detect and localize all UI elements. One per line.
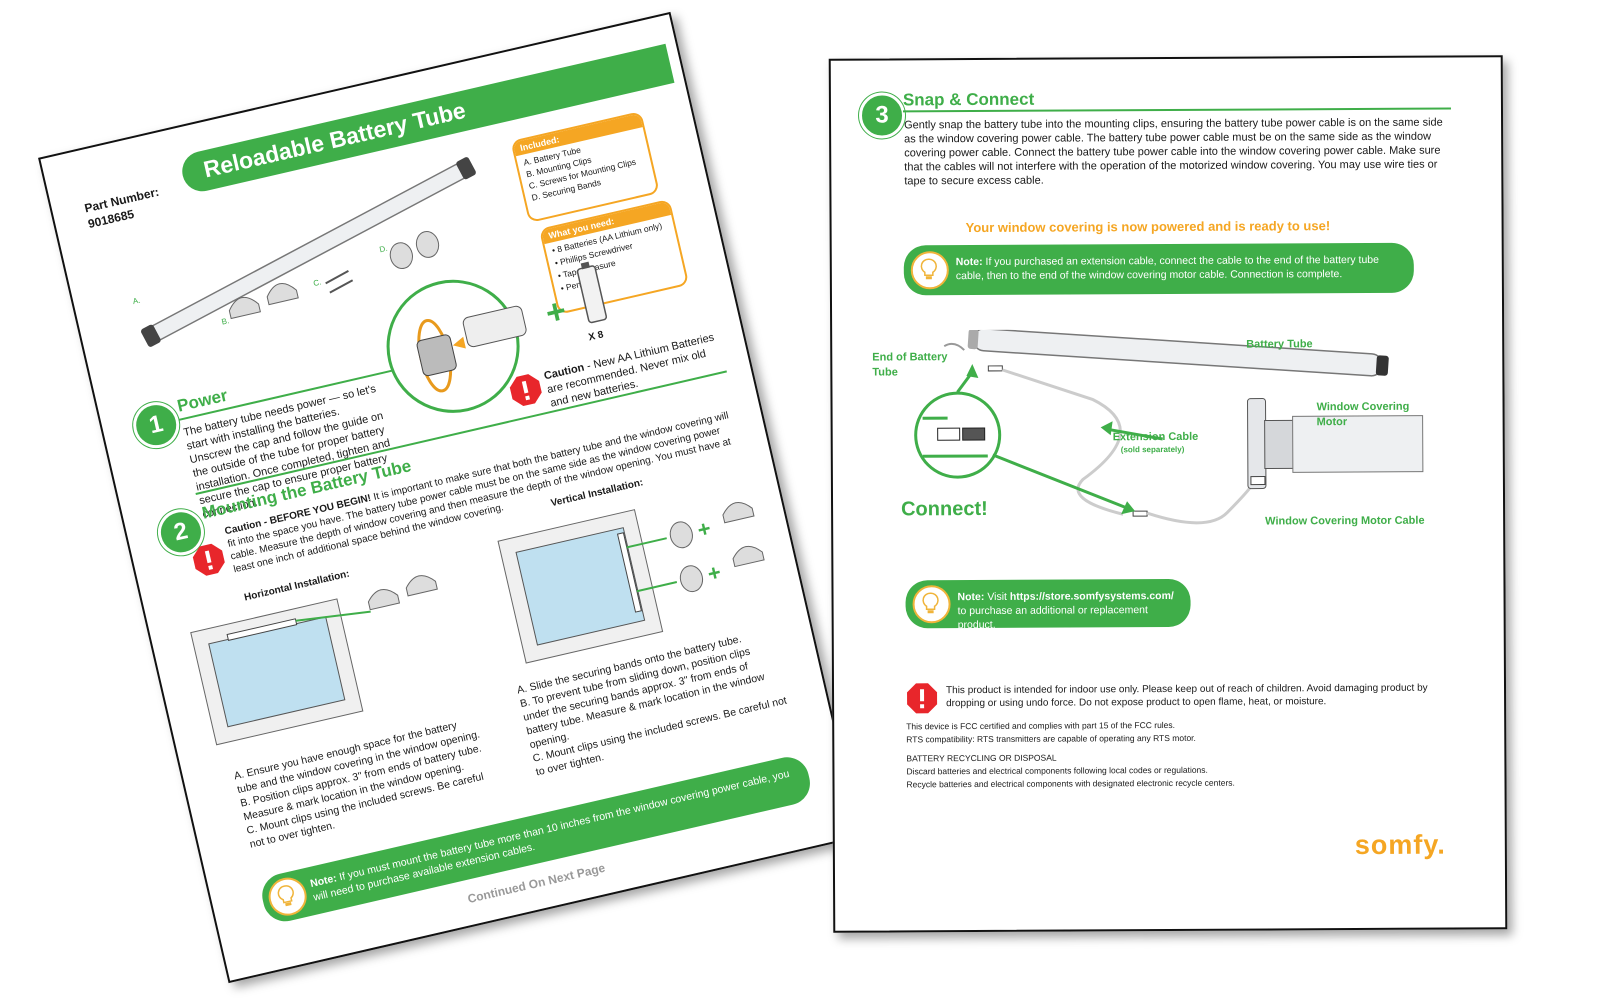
svg-text:+: + [705, 559, 723, 586]
label-extension-cable: Extension Cable [1112, 430, 1199, 444]
power-title: Power [175, 385, 230, 416]
safety-text: This product is intended for indoor use … [945, 682, 1428, 710]
battery-count: X 8 [587, 329, 605, 344]
note-text: If you purchased an extension cable, con… [955, 253, 1380, 283]
vertical-window-illustration: + + [497, 502, 765, 664]
battery-cap-illustration [386, 279, 527, 413]
instruction-page-2: 3 Snap & Connect Gently snap the battery… [828, 55, 1508, 933]
battery-icon [576, 261, 608, 324]
label-connect: Connect! [901, 497, 988, 521]
label-end-of-battery-tube: End of Battery Tube [872, 351, 948, 379]
snap-text: Gently snap the battery tube into the mo… [904, 116, 1443, 188]
horizontal-window-illustration [190, 575, 438, 746]
note-label: Note: [955, 255, 983, 269]
label-sold-separately: (sold separately) [1120, 444, 1185, 455]
instruction-page-1: Part Number: 9018685 Reloadable Battery … [38, 11, 861, 984]
warning-icon [192, 543, 225, 576]
connection-diagram [914, 328, 1424, 525]
snap-title: Snap & Connect [902, 89, 1035, 110]
fcc-text-2: RTS compatibility: RTS transmitters are … [906, 732, 1196, 745]
lightbulb-icon [912, 585, 951, 624]
note-label: Note: [957, 590, 985, 604]
recycle-text-2: Recycle batteries and electrical compone… [906, 777, 1235, 790]
extension-note: Note: If you must mount the battery tube… [257, 752, 815, 926]
recycle-text-1: Discard batteries and electrical compone… [906, 764, 1208, 777]
lightbulb-icon [910, 251, 949, 290]
step-number-3: 3 [858, 92, 906, 139]
extension-cable-note: Note: If you purchased an extension cabl… [903, 242, 1414, 296]
part-letter-c: C. [312, 277, 323, 289]
note-text: Visit [984, 590, 1010, 603]
recycle-heading: BATTERY RECYCLING OR DISPOSAL [906, 752, 1057, 764]
step-number-1: 1 [128, 397, 184, 453]
store-link[interactable]: https://store.somfysystems.com/ [1009, 589, 1174, 603]
note-content: Note: If you purchased an extension cabl… [956, 253, 1406, 283]
label-window-covering-motor: Window Covering Motor [1316, 400, 1410, 429]
svg-text:+: + [695, 515, 713, 542]
ready-message: Your window covering is now powered and … [965, 218, 1331, 236]
warning-icon [509, 374, 542, 407]
warning-icon [907, 683, 938, 714]
label-motor-cable: Window Covering Motor Cable [1265, 514, 1425, 528]
part-letter-d: D. [378, 243, 389, 255]
label-battery-tube: Battery Tube [1246, 338, 1313, 351]
somfy-logo: somfy. [1354, 829, 1446, 861]
note-text: to purchase an additional or replacement… [957, 604, 1148, 632]
fcc-text-1: This device is FCC certified and complie… [906, 719, 1176, 732]
power-caution: Caution - New AA Lithium Batteries are r… [543, 329, 728, 410]
lightbulb-icon [264, 873, 311, 920]
parts-illustration [141, 157, 476, 347]
store-note: Note: Visit https://store.somfysystems.c… [905, 578, 1191, 631]
note-content: Note: Visit https://store.somfysystems.c… [958, 589, 1183, 632]
